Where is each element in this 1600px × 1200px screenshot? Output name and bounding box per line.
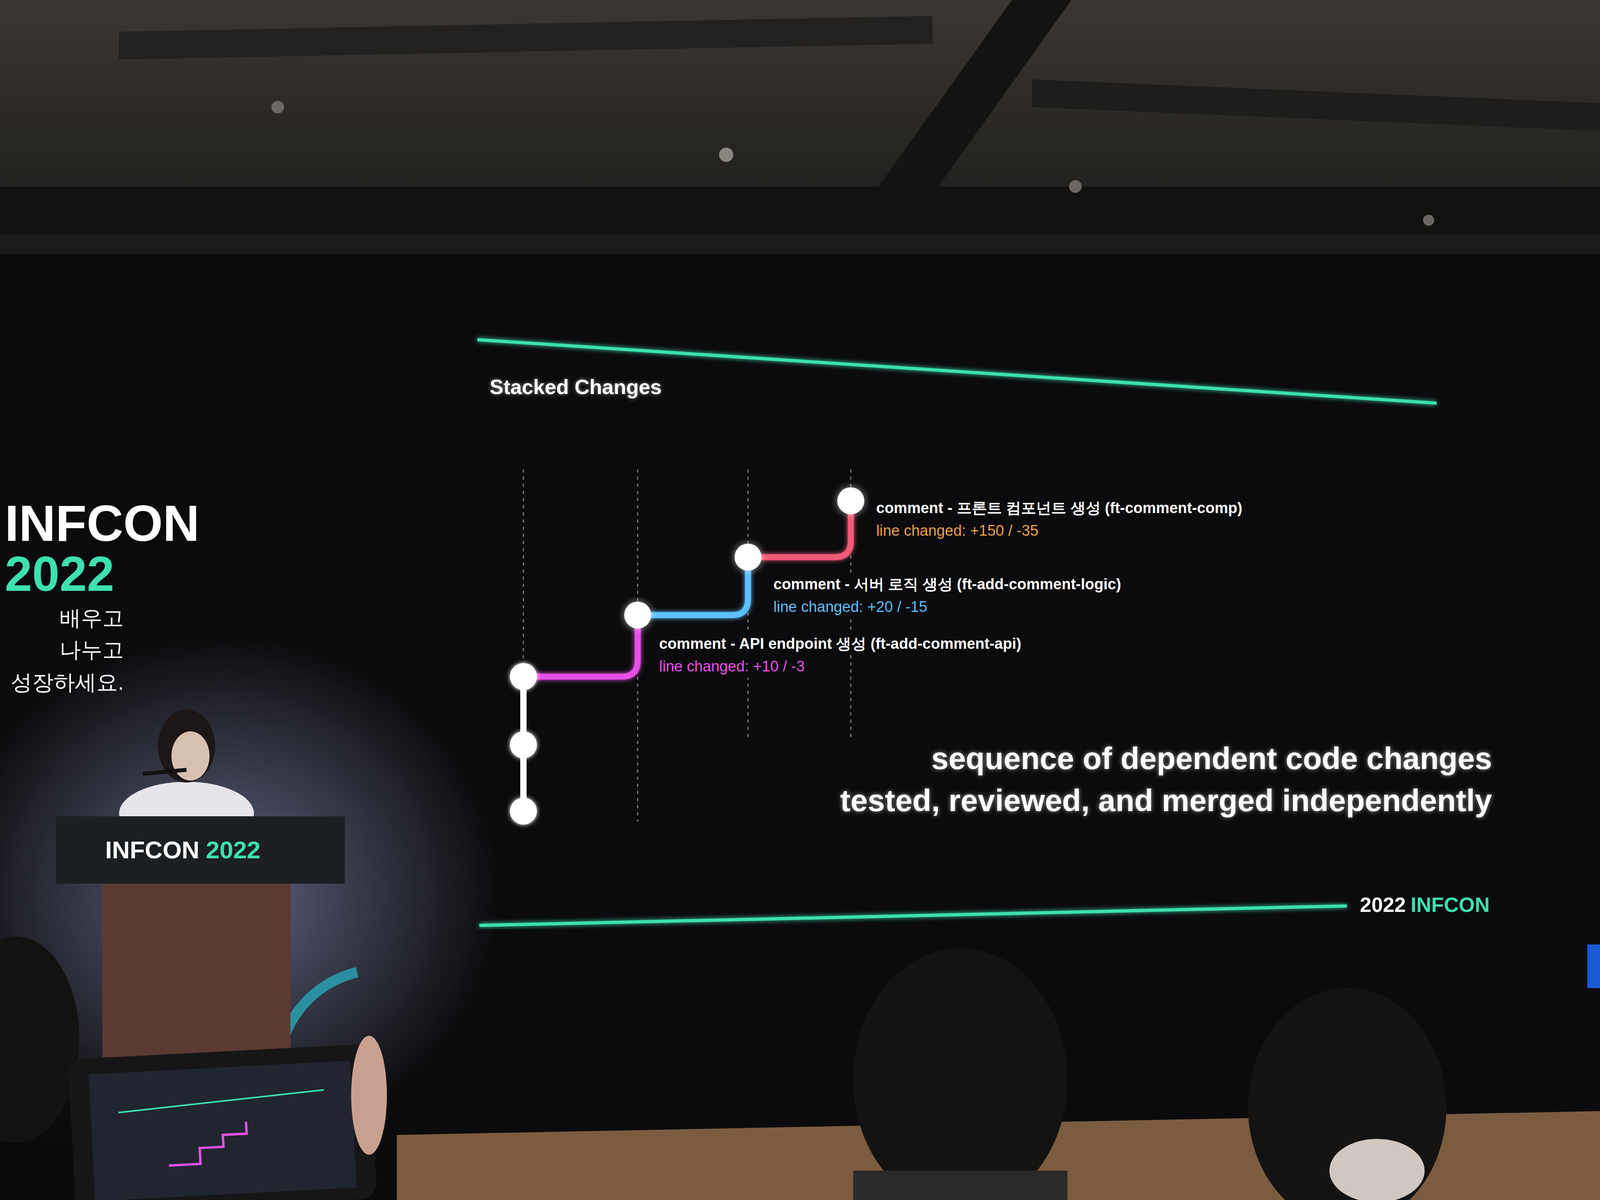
line-change-count: line changed: +150 / -35 bbox=[873, 519, 1042, 543]
branch-line bbox=[523, 628, 638, 677]
footer-brand: INFCON bbox=[1410, 892, 1490, 917]
hand bbox=[351, 1035, 387, 1155]
microphone bbox=[142, 769, 187, 774]
audience-shoulder bbox=[853, 1170, 1068, 1200]
commit-node: comment - 프론트 컴포넌트 생성 (ft-comment-comp)l… bbox=[837, 487, 865, 515]
slide-statement: sequence of dependent code changes teste… bbox=[738, 737, 1493, 822]
ceiling-light bbox=[1423, 214, 1435, 226]
line-change-count: line changed: +20 / -15 bbox=[770, 595, 931, 619]
screen-edge-object bbox=[1587, 944, 1600, 989]
line-change-count: line changed: +10 / -3 bbox=[655, 655, 808, 678]
speaker-face bbox=[171, 731, 210, 781]
commit-label-group: comment - 서버 로직 생성 (ft-add-comment-logic… bbox=[770, 573, 1125, 619]
phone bbox=[67, 1043, 377, 1200]
audience-head bbox=[1248, 988, 1447, 1200]
ceiling-vent bbox=[1031, 79, 1600, 131]
commit-node: comment - 서버 로직 생성 (ft-add-comment-logic… bbox=[734, 543, 762, 571]
commit-dot bbox=[509, 797, 537, 825]
ceiling-light bbox=[271, 100, 285, 114]
audience-face bbox=[1329, 1138, 1425, 1200]
podium-body bbox=[102, 882, 291, 1058]
brand-slogan: 배우고 bbox=[4, 603, 124, 633]
ceiling-light bbox=[1069, 180, 1082, 193]
commit-dot bbox=[509, 731, 537, 759]
ceiling-beam bbox=[0, 186, 1600, 235]
podium-top bbox=[55, 816, 345, 884]
commit-node: comment - API endpoint 생성 (ft-add-commen… bbox=[624, 601, 652, 629]
ceiling-light bbox=[719, 147, 734, 162]
slide-title: Stacked Changes bbox=[489, 375, 662, 399]
audience-head bbox=[0, 936, 80, 1143]
slide-rule bbox=[477, 339, 1437, 404]
brand-slogan: 나누고 bbox=[4, 635, 124, 665]
ceiling bbox=[0, 0, 1600, 286]
branch-connector bbox=[761, 514, 851, 558]
audience-head bbox=[853, 948, 1068, 1200]
commit-label-group: comment - 프론트 컴포넌트 생성 (ft-comment-comp)l… bbox=[873, 496, 1246, 543]
brand-year: 2022 bbox=[4, 545, 115, 602]
brand-slogan: 성장하세요. bbox=[4, 668, 124, 698]
commit-message: comment - 프론트 컴포넌트 생성 (ft-comment-comp) bbox=[873, 496, 1246, 520]
commit-label-group: comment - API endpoint 생성 (ft-add-commen… bbox=[655, 632, 1025, 678]
podium-year: 2022 bbox=[205, 835, 261, 864]
commit-message: comment - 서버 로직 생성 (ft-add-comment-logic… bbox=[770, 573, 1125, 596]
slide-rule bbox=[479, 905, 1347, 926]
branch-connector bbox=[651, 570, 749, 616]
commit-message: comment - API endpoint 생성 (ft-add-commen… bbox=[655, 632, 1025, 656]
commit-dot bbox=[509, 663, 537, 691]
brand-logo: INFCON bbox=[4, 494, 200, 553]
podium-brand: INFCON bbox=[105, 835, 200, 864]
ceiling-vent bbox=[119, 15, 933, 60]
footer-year: 2022 bbox=[1359, 892, 1406, 917]
